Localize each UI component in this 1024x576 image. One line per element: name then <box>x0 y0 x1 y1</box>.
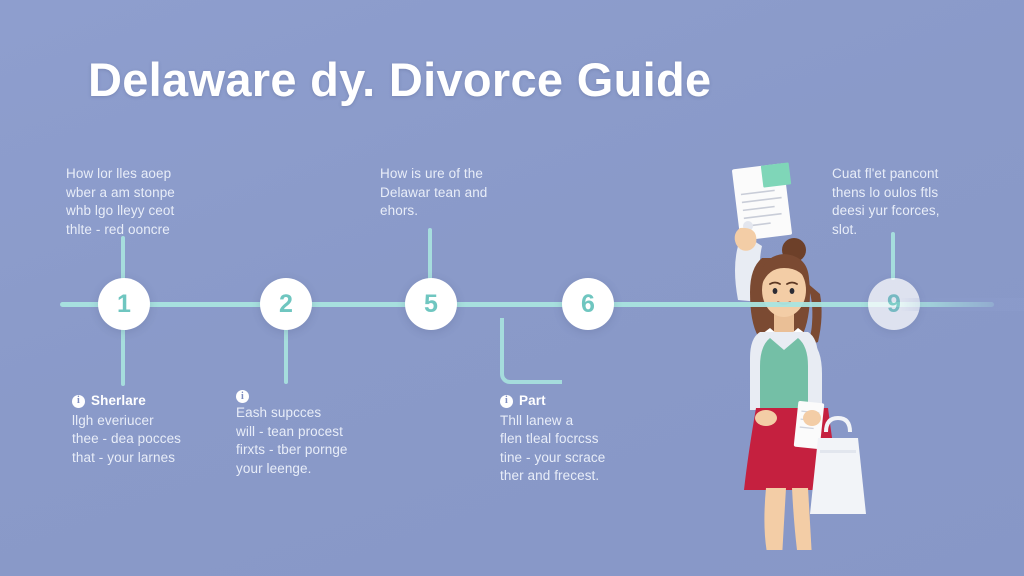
document-overhead-icon <box>732 162 792 241</box>
caption-top-node-5-line-1: How is ure of the <box>380 166 483 181</box>
caption-bottom-node-6-line-3: tine - your scrace <box>500 449 606 465</box>
caption-bottom-node-6: i Part Thll lanew a flen tleal focrcss t… <box>500 392 675 486</box>
left-leg <box>764 488 786 550</box>
vest <box>760 338 808 410</box>
caption-top-node-9-line-1: Cuat fl'et pancont <box>832 166 939 181</box>
stem-up-node-1 <box>121 236 125 280</box>
caption-top-node-9-line-4: slot. <box>832 221 858 237</box>
hair-front <box>759 254 810 290</box>
caption-bottom-node-2: i Eash supcces will - tean procest firxt… <box>236 390 411 478</box>
caption-bottom-node-2-line-3: firxts - tber pornge <box>236 442 348 457</box>
caption-top-node-9-line-3: deesi yur fcorces, <box>832 203 940 218</box>
caption-bottom-node-1: i Sherlare llgh everiucer thee - dea poc… <box>72 392 247 467</box>
hair-side <box>806 282 822 346</box>
caption-top-node-1-line-2: wber a am stonpe <box>66 184 175 200</box>
caption-top-node-1-line-1: How lor lles aoep <box>66 166 172 181</box>
info-icon: i <box>72 394 85 408</box>
caption-top-node-5: How is ure of the Delawar tean and ehors… <box>380 165 555 221</box>
timeline-node-1[interactable]: 1 <box>98 278 150 330</box>
timeline-node-6[interactable]: 6 <box>562 278 614 330</box>
caption-bottom-node-2-line-4: your leenge. <box>236 460 312 476</box>
caption-bottom-node-1-label: Sherlare <box>91 393 146 408</box>
timeline-node-2[interactable]: 2 <box>260 278 312 330</box>
caption-top-node-9-line-2: thens lo oulos ftls <box>832 184 939 200</box>
caption-top-node-1: How lor lles aoep wber a am stonpe whb l… <box>66 165 241 239</box>
briefcase-icon <box>810 415 866 514</box>
stem-down-node-2 <box>284 328 288 384</box>
caption-top-node-1-line-4: thlte - red ooncre <box>66 221 170 237</box>
info-icon: i <box>500 394 513 408</box>
right-hand <box>803 410 821 426</box>
timeline-node-6-number: 6 <box>581 289 595 318</box>
info-icon: i <box>236 390 249 403</box>
caption-bottom-node-1-line-2: thee - dea pocces <box>72 431 182 446</box>
rail-fade-overlay <box>900 298 1024 311</box>
elbow-down-node-6 <box>500 318 562 384</box>
caption-bottom-node-6-line-1: Thll lanew a <box>500 412 574 428</box>
caption-bottom-node-6-line-2: flen tleal focrcss <box>500 431 599 446</box>
stem-up-node-9 <box>891 232 895 280</box>
timeline-node-9-number: 9 <box>887 289 901 318</box>
timeline-node-5-number: 5 <box>424 289 438 318</box>
right-leg <box>792 488 812 550</box>
raised-hand <box>734 227 757 251</box>
caption-bottom-node-1-line-3: that - your larnes <box>72 449 176 465</box>
caption-bottom-node-2-line-2: will - tean procest <box>236 423 343 439</box>
stem-down-node-1 <box>121 328 125 386</box>
caption-top-node-9: Cuat fl'et pancont thens lo oulos ftls d… <box>832 165 1007 239</box>
timeline-node-5[interactable]: 5 <box>405 278 457 330</box>
caption-top-node-5-line-2: Delawar tean and <box>380 184 488 200</box>
caption-bottom-node-1-line-1: llgh everiucer <box>72 412 154 428</box>
caption-top-node-5-line-3: ehors. <box>380 203 419 218</box>
caption-bottom-node-6-header: i Part <box>500 392 675 411</box>
page-title: Delaware dy. Divorce Guide <box>88 53 712 106</box>
caption-bottom-node-2-header: i <box>236 390 411 403</box>
stem-up-node-5 <box>428 228 432 280</box>
left-hand <box>755 410 777 426</box>
timeline-node-2-number: 2 <box>279 289 293 318</box>
caption-bottom-node-6-label: Part <box>519 393 546 408</box>
timeline-node-1-number: 1 <box>117 289 131 318</box>
caption-top-node-1-line-3: whb lgo lleyy ceot <box>66 203 175 218</box>
right-arm-sleeve <box>806 340 822 418</box>
caption-bottom-node-6-line-4: ther and frecest. <box>500 468 600 483</box>
woman-holding-documents-illustration <box>732 162 866 550</box>
caption-bottom-node-1-header: i Sherlare <box>72 392 247 411</box>
caption-bottom-node-2-line-1: Eash supcces <box>236 405 322 420</box>
timeline-rail <box>60 302 994 307</box>
